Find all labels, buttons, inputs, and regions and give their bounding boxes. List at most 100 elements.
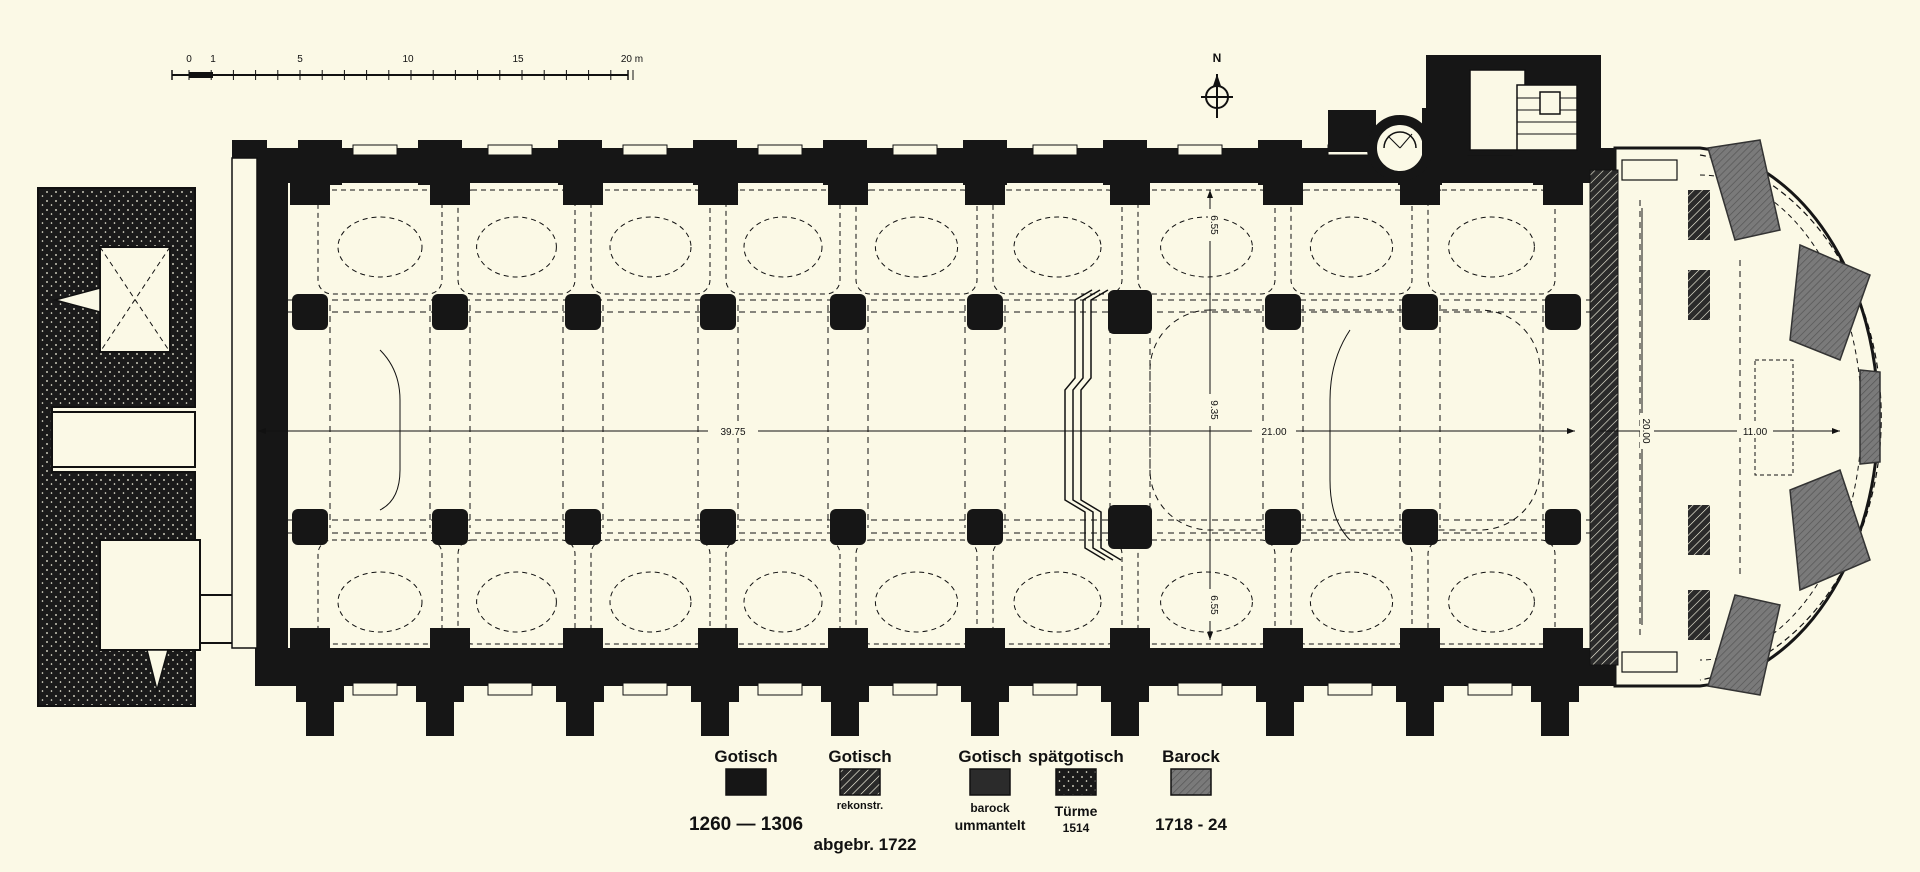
window-north [352,144,398,156]
vault-oval-north [476,216,557,278]
dim-aisle-south: 6.55 [1208,595,1219,615]
respond-north [1543,183,1583,205]
aisle-bay-north [855,189,978,295]
legend: Gotisch 1260 — 1306 Gotisch rekonstr. ab… [689,747,1228,854]
pier-north [432,294,468,330]
aisle-bay-north [992,189,1123,295]
aisle-bay-north [725,189,841,295]
dim-total-length: 39.75 [720,427,745,438]
respond-south [290,628,330,650]
scale-tick-20: 20 m [621,54,643,65]
respond-north [965,183,1005,205]
window-south [487,682,533,696]
aisle-bay-north [1290,189,1413,295]
aisle-bay-north [1427,189,1556,295]
scale-bar: 0 1 5 10 15 20 m [171,54,643,80]
buttress-north [298,140,342,185]
dim-choir-width: 20.00 [1640,418,1651,443]
respond-north [1110,183,1150,205]
vault-oval-south [743,571,823,633]
respond-north [1400,183,1440,205]
west-towers [37,187,256,707]
pier-north [700,294,736,330]
vault-oval-north [1160,216,1253,278]
pier-south [830,509,866,545]
aisle-bay-south [317,539,443,645]
vault-oval-south [476,571,557,633]
dim-nave-width: 9.35 [1208,400,1219,420]
buttress-south-base [1396,686,1444,702]
buttress-north [1258,140,1302,185]
vault-oval-north [1448,216,1535,278]
buttress-south-base [1101,686,1149,702]
vault-ribs [288,189,1600,645]
window-north [622,144,668,156]
pier-north [967,294,1003,330]
pier-south [967,509,1003,545]
aisle-bay-south [590,539,711,645]
window-north [757,144,803,156]
legend-title: Barock [1162,747,1220,766]
stair-tower [1328,55,1601,181]
nave-vault-east [1149,309,1541,531]
legend-sub2: 1514 [1063,821,1090,835]
north-label: N [1213,51,1222,65]
legend-sub1: 1260 — 1306 [689,814,803,835]
window-south [892,682,938,696]
buttress-north [1103,140,1147,185]
aisle-bay-south [1290,539,1413,645]
vault-oval-north [874,216,959,278]
respond-north [563,183,603,205]
legend-title: Gotisch [714,747,777,766]
pier-south [565,509,601,545]
window-south [622,682,668,696]
buttress-south-base [1531,686,1579,702]
legend-swatch-solid-dark [969,768,1011,796]
buttress-north [418,140,462,185]
window-south [1177,682,1223,696]
respond-south [563,628,603,650]
baroque-choir [1589,139,1882,696]
scale-tick-0: 0 [186,54,192,65]
pier-north [1108,290,1152,334]
legend-item-gotisch-2: Gotisch rekonstr. abgebr. 1722 [813,747,916,854]
legend-sub2: abgebr. 1722 [813,835,916,854]
legend-sub2: ummantelt [955,817,1026,833]
nave-vault-curve [1329,329,1351,541]
vault-oval-north [1013,216,1102,278]
respond-north [1263,183,1303,205]
legend-swatch-hatch-light [1170,768,1212,796]
dim-nave-length: 21.00 [1261,427,1286,438]
pier-south [1265,509,1301,545]
legend-item-gotisch-3: Gotisch barock ummantelt [955,747,1026,833]
legend-item-gotisch-1: Gotisch 1260 — 1306 [689,747,803,835]
aisle-bay-north [317,189,443,295]
respond-north [828,183,868,205]
respond-south [1400,628,1440,650]
buttress-north [693,140,737,185]
aisle-bay-south [725,539,841,645]
window-south [1467,682,1513,696]
aisle-bay-north [457,189,576,295]
chancel-step [1064,289,1122,561]
respond-south [698,628,738,650]
vault-oval-south [337,571,423,633]
buttress-south-base [821,686,869,702]
window-south [1327,682,1373,696]
aisle-bay-north [1137,189,1276,295]
scale-tick-5: 5 [297,54,303,65]
dim-apse-depth: 11.00 [1743,427,1768,438]
pier-north [565,294,601,330]
pier-south [432,509,468,545]
legend-sub1: 1718 - 24 [1155,815,1227,834]
legend-sub1: barock [970,801,1010,815]
respond-south [1110,628,1150,650]
scale-tick-15: 15 [512,54,524,65]
legend-swatch-solid [725,768,767,796]
buttress-south-base [556,686,604,702]
buttresses [296,140,1579,736]
buttress-south-base [416,686,464,702]
church-outer-wall [231,140,1615,686]
